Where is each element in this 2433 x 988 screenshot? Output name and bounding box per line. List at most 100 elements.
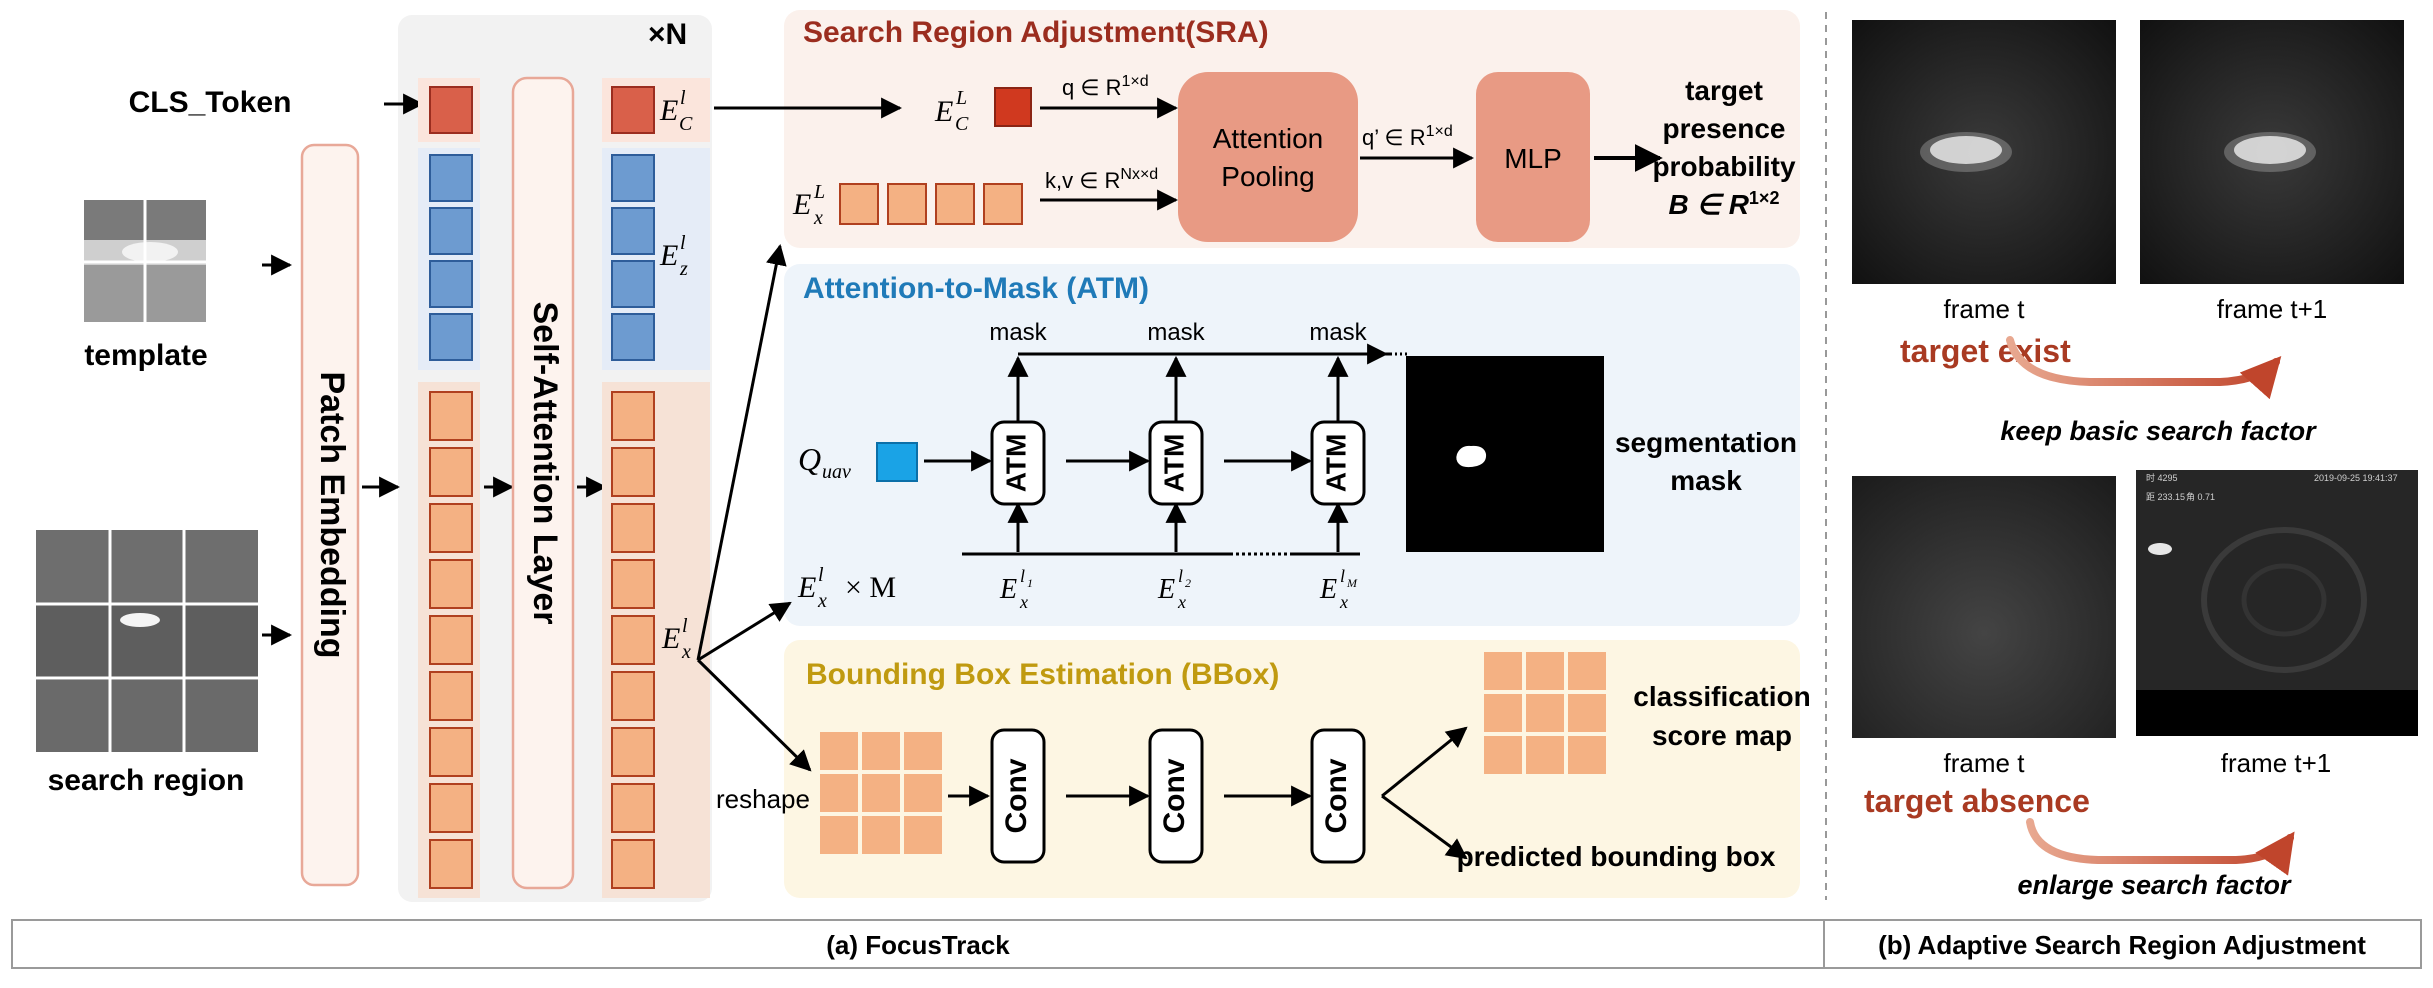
template-token: [429, 313, 473, 361]
svg-text:x: x: [813, 207, 823, 229]
ec-label: E l C: [659, 87, 693, 135]
template-token: [429, 154, 473, 202]
search-token: [611, 839, 655, 889]
grid-cell: [1484, 694, 1522, 732]
frame-t-absence: [1852, 476, 2116, 738]
template-token: [429, 207, 473, 255]
reshape-label: reshape: [716, 784, 810, 814]
caption-right-box: [1823, 919, 2422, 969]
svg-text:L: L: [955, 87, 967, 109]
attention-pooling-line2: Pooling: [1221, 161, 1314, 192]
enlarge-factor-label: enlarge search factor: [2017, 870, 2292, 900]
grid-cell: [862, 732, 900, 770]
sra-ex-tokens: [839, 183, 1023, 225]
q-uav-token: [876, 442, 918, 482]
atm-block-label: ATM: [1320, 434, 1351, 493]
svg-text:M: M: [1346, 576, 1358, 590]
template-label: template: [84, 339, 207, 372]
search-token: [429, 447, 473, 497]
template-token: [611, 154, 655, 202]
svg-text:E: E: [934, 95, 953, 128]
atm-block-label: ATM: [1158, 434, 1189, 493]
search-token: [429, 671, 473, 721]
score-map-grid: [1484, 652, 1606, 774]
frame-t-exist: [1852, 20, 2116, 284]
grid-cell: [820, 732, 858, 770]
ex-label: E l x: [661, 615, 691, 663]
sra-ec-label: E L C: [934, 87, 969, 135]
keep-arrow: [2006, 336, 2282, 400]
svg-text:x: x: [817, 590, 827, 612]
cls-token-out: [611, 86, 655, 134]
atm-block-label: ATM: [1000, 434, 1031, 493]
search-region-image: [36, 530, 258, 752]
template-image: [84, 200, 206, 322]
svg-text:x: x: [1339, 592, 1348, 612]
enlarge-arrow: [2026, 818, 2295, 876]
grid-cell: [1484, 736, 1522, 774]
svg-text:Q: Q: [798, 441, 821, 477]
svg-text:l: l: [1340, 566, 1345, 586]
cls-token-label: CLS_Token: [129, 86, 292, 119]
search-token: [429, 503, 473, 553]
grid-cell: [904, 816, 942, 854]
svg-text:E: E: [661, 622, 680, 655]
svg-text:E: E: [797, 571, 816, 604]
sra-output-b: B ∈ R1×2: [1669, 188, 1780, 220]
frame-t1-absence: 时 4295 2019-09-25 19:41:37 距 233.15 角 0.…: [2136, 470, 2418, 736]
svg-text:E: E: [1319, 574, 1337, 605]
svg-text:L: L: [813, 181, 825, 203]
grid-cell: [904, 774, 942, 812]
mlp-label: MLP: [1504, 143, 1562, 174]
target-exist-label: target exist: [1900, 333, 2071, 369]
search-token: [611, 559, 655, 609]
segmentation-blob: [1456, 445, 1487, 468]
grid-cell: [820, 816, 858, 854]
sra-output-line2: presence: [1663, 113, 1786, 144]
search-token: [611, 727, 655, 777]
svg-text:l: l: [680, 232, 686, 254]
bbox-title: Bounding Box Estimation (BBox): [806, 658, 1279, 691]
grid-cell: [862, 816, 900, 854]
grid-cell: [862, 774, 900, 812]
search-token: [611, 391, 655, 441]
sra-output-line3: probability: [1652, 151, 1796, 182]
sra-ex-label: E L x: [792, 181, 825, 229]
frame-t1-exist: [2140, 20, 2404, 284]
segmentation-line2: mask: [1670, 465, 1742, 496]
caption-right: (b) Adaptive Search Region Adjustment: [1878, 930, 2366, 960]
segmentation-line1: segmentation: [1615, 427, 1797, 458]
search-token: [611, 503, 655, 553]
search-token: [611, 615, 655, 665]
template-token: [611, 207, 655, 255]
attention-pooling-line1: Attention: [1213, 123, 1324, 154]
svg-text:l: l: [680, 87, 686, 109]
frame-t-label-1: frame t: [1944, 294, 2026, 324]
patch-embedding-label: Patch Embedding: [313, 371, 351, 658]
svg-text:E: E: [659, 94, 678, 127]
svg-text:l: l: [682, 615, 688, 637]
keep-factor-label: keep basic search factor: [2000, 416, 2317, 446]
search-token: [429, 727, 473, 777]
svg-text:C: C: [955, 113, 969, 135]
score-map-line2: score map: [1652, 720, 1792, 751]
conv-block-label: Conv: [1320, 758, 1353, 833]
search-token: [611, 447, 655, 497]
predicted-bbox-label: predicted bounding box: [1457, 841, 1776, 872]
q-prime-label: q’ ∈ R1×d: [1362, 123, 1453, 150]
grid-cell: [1568, 736, 1606, 774]
sra-search-token: [887, 183, 927, 225]
mask-label: mask: [1147, 319, 1205, 346]
cls-token: [429, 86, 473, 134]
template-token: [611, 260, 655, 308]
ex-times-m-label: E l x × M: [797, 564, 896, 612]
svg-text:E: E: [999, 574, 1017, 605]
grid-cell: [820, 774, 858, 812]
grid-cell: [1484, 652, 1522, 690]
caption-left: (a) FocusTrack: [826, 930, 1010, 960]
grid-cell: [1526, 652, 1564, 690]
